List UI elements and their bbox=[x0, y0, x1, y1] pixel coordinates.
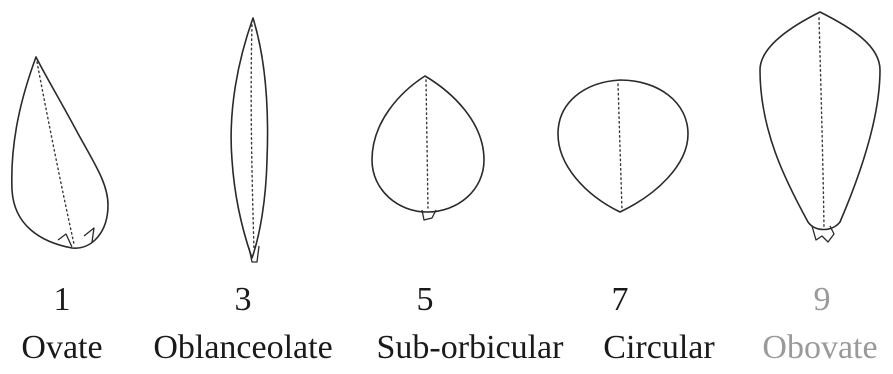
leaf-obovate bbox=[759, 11, 881, 243]
shape-name-obovate: Obovate bbox=[762, 329, 878, 366]
leaf-drawings bbox=[10, 11, 881, 263]
shape-number-5: 5 bbox=[416, 281, 434, 318]
leaf-ovate-midrib bbox=[36, 61, 75, 245]
leaf-sub-orbicular-outline bbox=[371, 75, 485, 213]
leaf-ovate-base bbox=[57, 227, 95, 248]
leaf-oblanceolate-midrib bbox=[250, 24, 255, 251]
shape-number-7: 7 bbox=[611, 281, 629, 318]
leaf-obovate-midrib bbox=[818, 17, 825, 229]
shape-name-circular: Circular bbox=[603, 329, 715, 366]
leaf-oblanceolate bbox=[230, 17, 269, 263]
leaf-oblanceolate-outline bbox=[230, 17, 269, 259]
leaf-circular-outline bbox=[557, 79, 689, 213]
leaf-ovate-outline bbox=[10, 56, 109, 249]
shape-number-1: 1 bbox=[53, 281, 71, 318]
leaf-oblanceolate-base bbox=[248, 245, 260, 263]
shape-number-9: 9 bbox=[813, 281, 831, 318]
leaf-sub-orbicular-midrib bbox=[425, 79, 429, 209]
leaf-ovate bbox=[10, 56, 109, 249]
shape-name-sub-orbicular: Sub-orbicular bbox=[376, 329, 564, 366]
leaf-obovate-base bbox=[811, 225, 835, 243]
shape-name-ovate: Ovate bbox=[21, 329, 103, 366]
leaf-sub-orbicular-base bbox=[421, 209, 437, 221]
leaf-sub-orbicular bbox=[371, 75, 485, 221]
shape-name-oblanceolate: Oblanceolate bbox=[153, 329, 333, 366]
leaf-circular bbox=[557, 79, 689, 213]
shape-number-3: 3 bbox=[234, 281, 252, 318]
leaf-obovate-outline bbox=[759, 11, 881, 231]
leaf-circular-midrib bbox=[617, 83, 623, 211]
